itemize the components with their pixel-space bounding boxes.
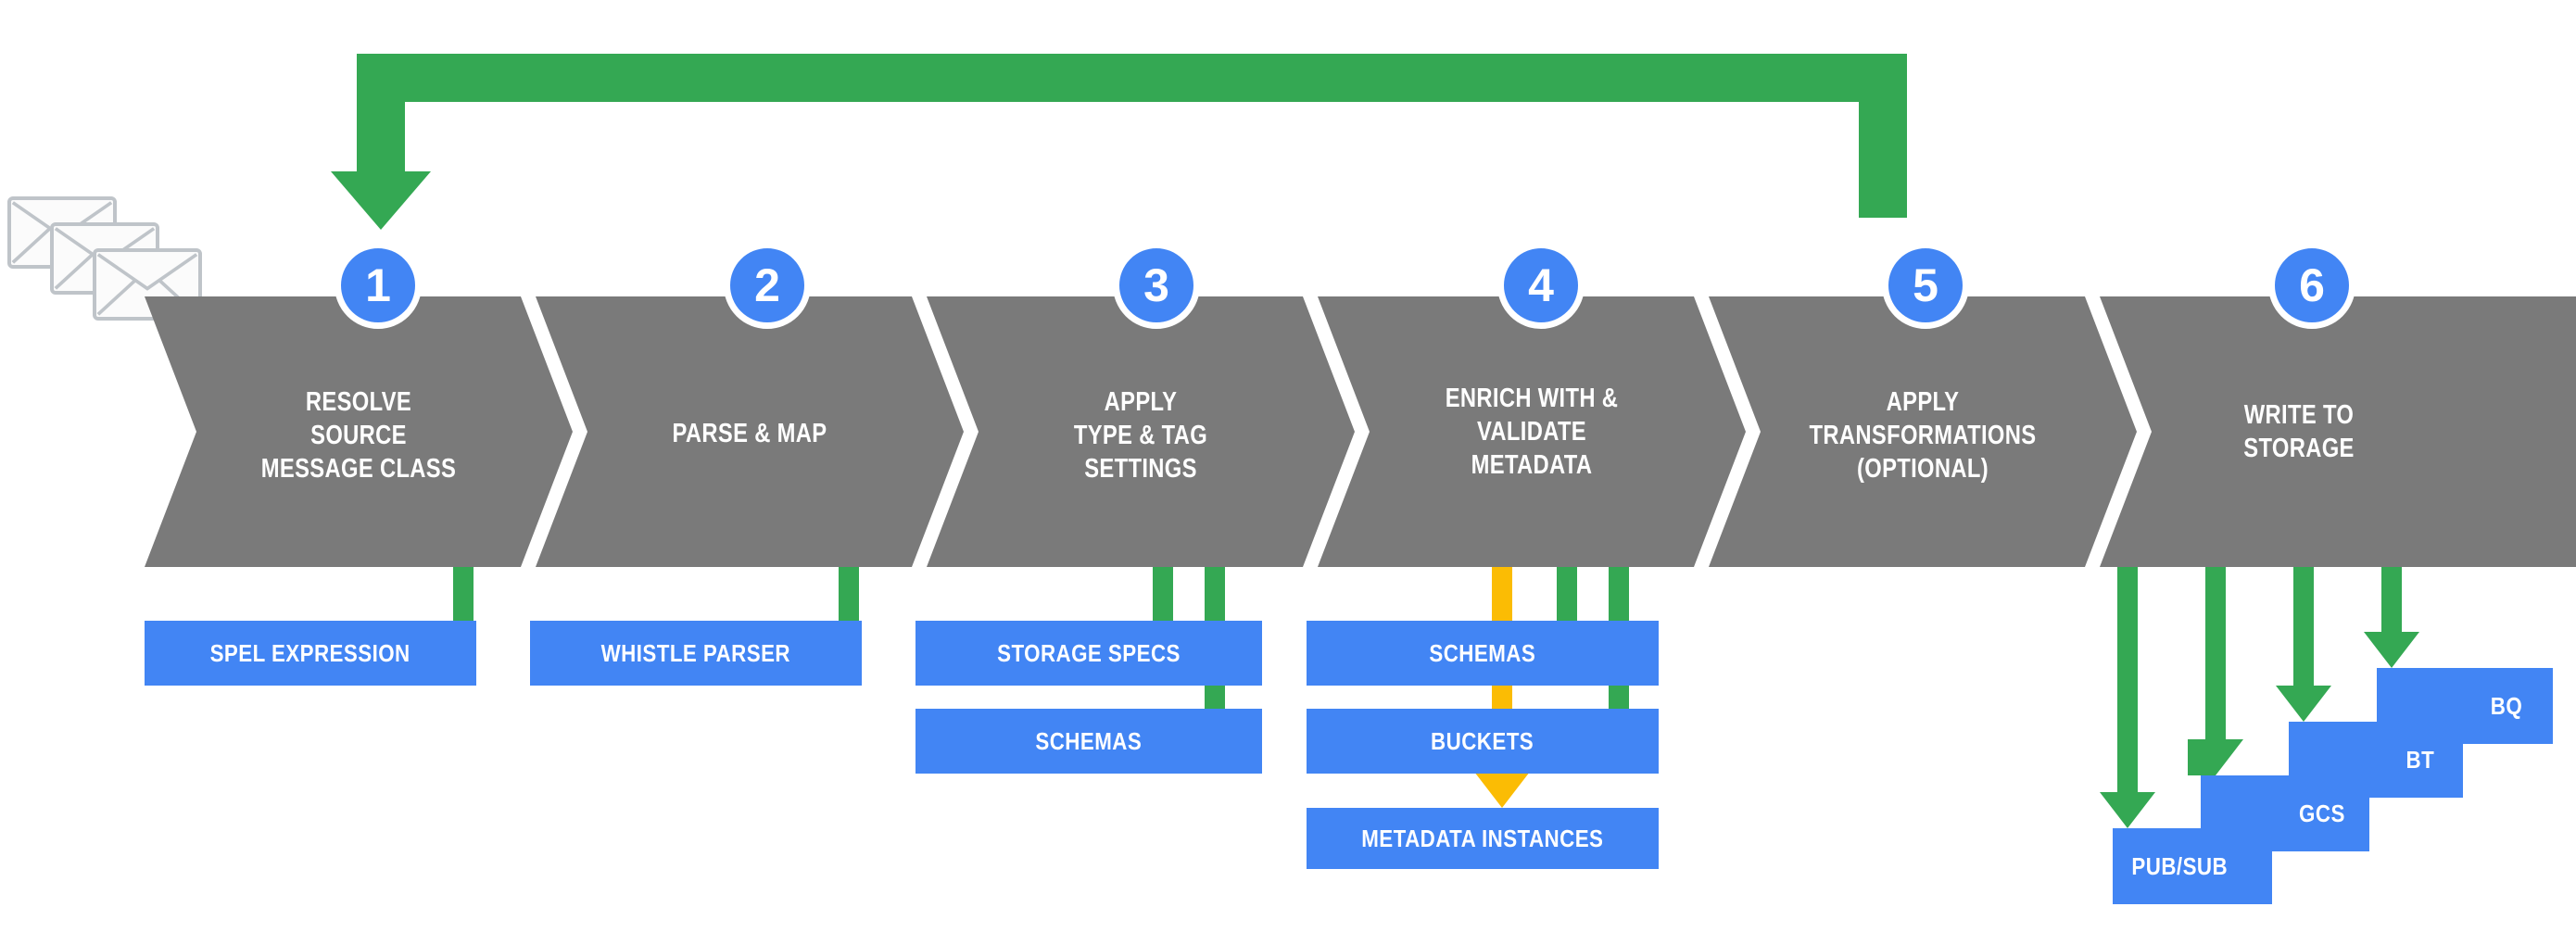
step-number-circle-6[interactable]: 6 bbox=[2268, 242, 2355, 329]
step-number-4: 4 bbox=[1528, 259, 1554, 311]
stage-3-label: APPLY TYPE & TAG SETTINGS bbox=[1073, 387, 1208, 484]
stage-6-label: WRITE TO STORAGE bbox=[2243, 400, 2355, 463]
stage-1-label: RESOLVE SOURCE MESSAGE CLASS bbox=[260, 387, 457, 484]
resource-box-schemas-step3[interactable]: SCHEMAS bbox=[915, 709, 1262, 774]
resource-box-metadata-instances[interactable]: METADATA INSTANCES bbox=[1307, 808, 1659, 869]
envelope-stack-icon bbox=[7, 196, 202, 321]
step-number-2: 2 bbox=[754, 259, 780, 311]
resource-box-bq[interactable]: BQ bbox=[2377, 668, 2553, 744]
resource-label: GCS bbox=[2299, 799, 2345, 827]
stage-2-label: PARSE & MAP bbox=[672, 419, 827, 448]
resource-label: BQ bbox=[2490, 691, 2523, 720]
step-number-6: 6 bbox=[2299, 259, 2325, 311]
resource-label: SCHEMAS bbox=[1035, 726, 1143, 755]
stage-chevron-6[interactable]: WRITE TO STORAGE bbox=[2100, 296, 2576, 567]
resource-box-storage-specs[interactable]: STORAGE SPECS bbox=[915, 621, 1262, 686]
resource-label: WHISTLE PARSER bbox=[600, 638, 791, 667]
feedback-loop-arrow bbox=[331, 54, 1907, 230]
resource-box-schemas-step4[interactable]: SCHEMAS bbox=[1307, 621, 1659, 686]
resource-label: PUB/SUB bbox=[2131, 851, 2229, 880]
stage-4-label: ENRICH WITH & VALIDATE METADATA bbox=[1445, 384, 1619, 480]
arrow-step6-to-gcs bbox=[2188, 567, 2243, 775]
arrow-step6-to-pubsub bbox=[2100, 567, 2155, 828]
resource-box-whistle-parser[interactable]: WHISTLE PARSER bbox=[530, 621, 862, 686]
step-number-circle-3[interactable]: 3 bbox=[1113, 242, 1200, 329]
step-number-circle-2[interactable]: 2 bbox=[724, 242, 811, 329]
step-number-3: 3 bbox=[1143, 259, 1169, 311]
arrow-step6-to-bt bbox=[2276, 567, 2331, 722]
resource-label: BT bbox=[2406, 745, 2435, 774]
step-number-circle-5[interactable]: 5 bbox=[1882, 242, 1969, 329]
resource-label: SCHEMAS bbox=[1429, 638, 1536, 667]
step-number-5: 5 bbox=[1913, 259, 1938, 311]
stage-chevron-2[interactable]: PARSE & MAP bbox=[536, 296, 964, 567]
stage-chevron-3[interactable]: APPLY TYPE & TAG SETTINGS bbox=[927, 296, 1355, 567]
arrow-step6-to-bq bbox=[2364, 567, 2419, 668]
step-number-circle-1[interactable]: 1 bbox=[335, 242, 422, 329]
resource-box-spel-expression[interactable]: SPEL EXPRESSION bbox=[145, 621, 476, 686]
stage-chevron-5[interactable]: APPLY TRANSFORMATIONS (OPTIONAL) bbox=[1709, 296, 2137, 567]
stage-5-label: APPLY TRANSFORMATIONS (OPTIONAL) bbox=[1809, 387, 2037, 484]
resource-label: BUCKETS bbox=[1431, 726, 1534, 755]
resource-box-pubsub[interactable]: PUB/SUB bbox=[2113, 828, 2272, 904]
stage-chevron-1[interactable]: RESOLVE SOURCE MESSAGE CLASS bbox=[145, 296, 573, 567]
stage-chevron-4[interactable]: ENRICH WITH & VALIDATE METADATA bbox=[1318, 296, 1746, 567]
resource-label: SPEL EXPRESSION bbox=[209, 638, 411, 667]
step-number-1: 1 bbox=[365, 259, 391, 311]
step-number-circle-4[interactable]: 4 bbox=[1497, 242, 1585, 329]
resource-label: STORAGE SPECS bbox=[997, 638, 1181, 667]
resource-box-buckets[interactable]: BUCKETS bbox=[1307, 709, 1659, 774]
resource-label: METADATA INSTANCES bbox=[1361, 824, 1604, 852]
